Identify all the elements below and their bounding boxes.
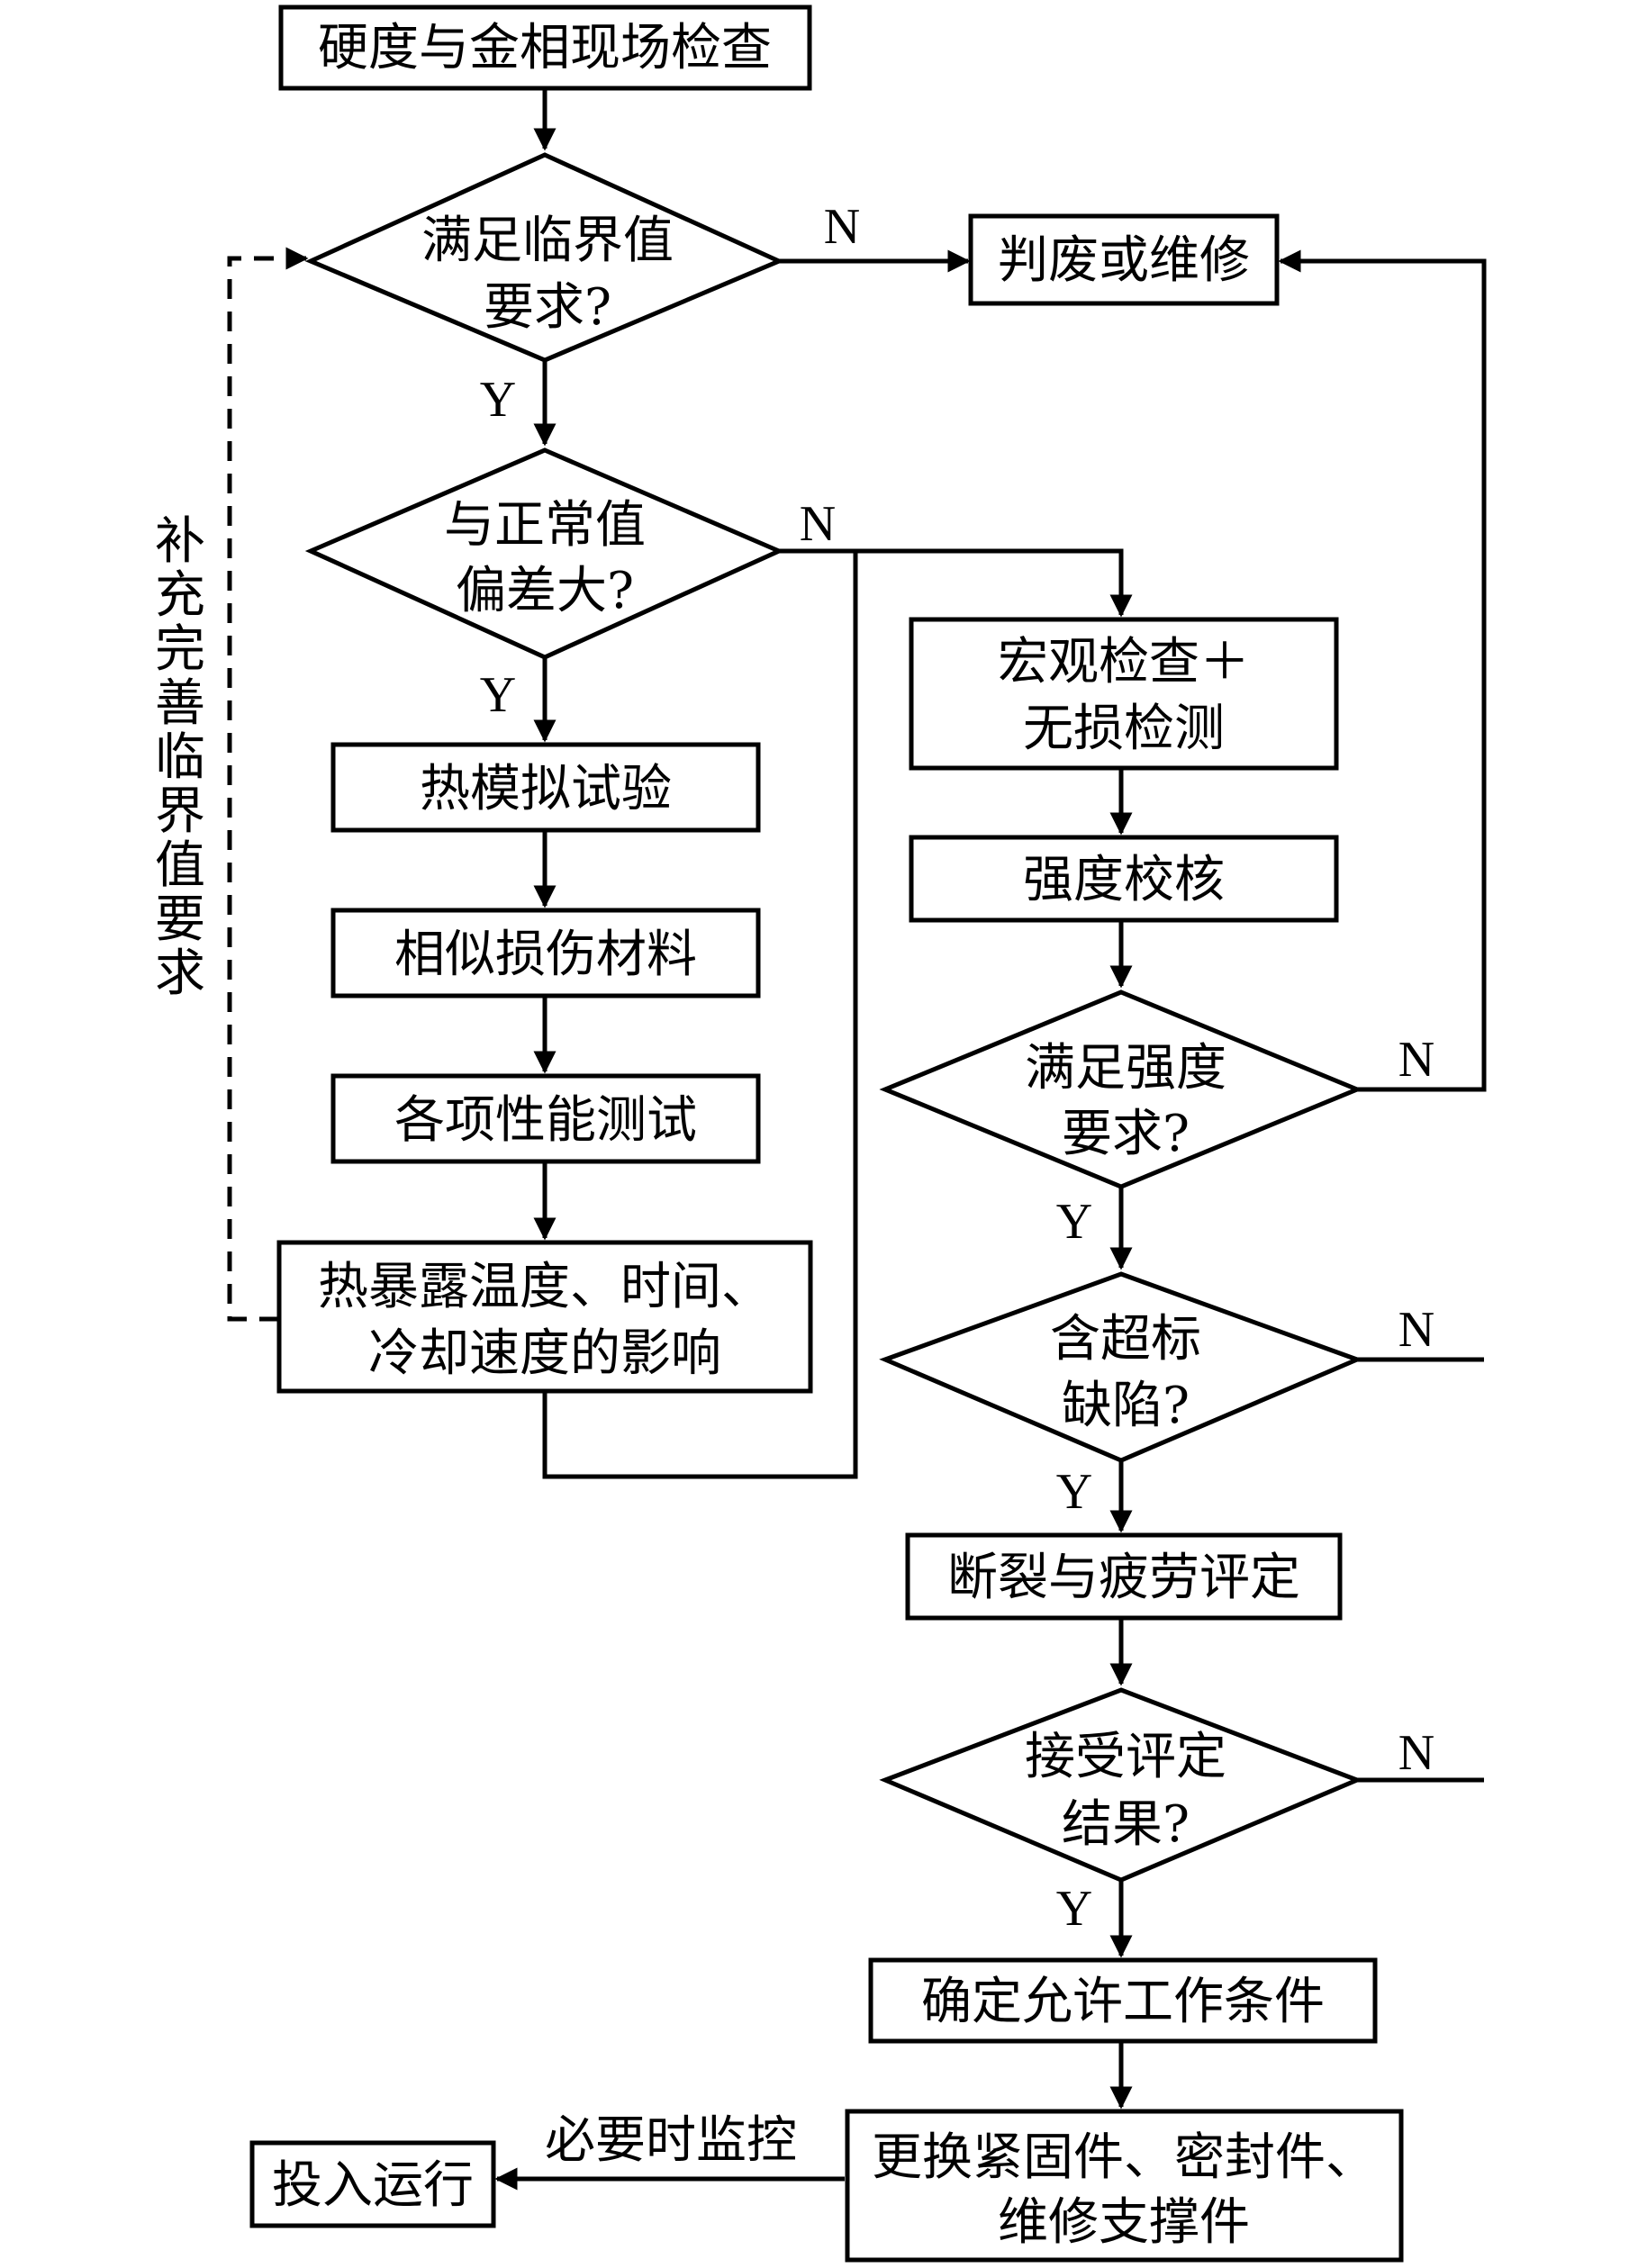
operation-label: 投入运行	[272, 2156, 474, 2215]
node-decision-defect	[879, 1271, 1363, 1463]
node-texts: 硬度与金相现场检查 满足临界值 要求? 判废或维修 与正常值 偏差大? 热模拟试…	[272, 19, 1376, 2252]
macro-ndt-label-2: 无损检测	[1023, 700, 1225, 758]
label-n-defect: N	[1398, 1302, 1434, 1358]
strength-check-label: 强度校核	[1023, 851, 1225, 909]
node-similar-material	[330, 908, 761, 998]
defect-label-1: 含超标	[1050, 1310, 1201, 1369]
edge-labels: N Y N Y N Y N Y N Y 必要时监控 补充完善临界值要求	[155, 199, 1434, 2170]
thermal-exposure-label-1: 热暴露温度、时间、	[318, 1258, 772, 1316]
label-y-accept: Y	[1056, 1881, 1092, 1937]
accept-label-2: 结果?	[1062, 1795, 1190, 1854]
edge-supplement-dashed	[227, 247, 309, 1322]
label-y-defect: Y	[1056, 1464, 1092, 1520]
replace-label-2: 维修支撑件	[998, 2193, 1250, 2252]
node-thermal-sim	[330, 742, 761, 833]
connectors	[227, 88, 1487, 2191]
label-monitor: 必要时监控	[545, 2111, 797, 2170]
fracture-fatigue-label: 断裂与疲劳评定	[947, 1549, 1300, 1607]
scrap-repair-label: 判废或维修	[998, 231, 1250, 290]
deviation-label-1: 与正常值	[444, 496, 646, 555]
edge-deviation-no	[779, 548, 1133, 618]
conditions-label: 确定允许工作条件	[921, 1973, 1325, 2031]
start-label: 硬度与金相现场检查	[318, 19, 772, 77]
replace-label-1: 更换紧固件、密封件、	[872, 2128, 1376, 2187]
critical-label-2: 要求?	[484, 278, 611, 337]
label-n-deviation: N	[800, 496, 836, 552]
critical-label-1: 满足临界值	[421, 212, 674, 270]
similar-material-label: 相似损伤材料	[394, 926, 697, 984]
label-supplement-vertical: 补充完善临界值要求	[155, 512, 205, 1003]
dstrength-label-2: 要求?	[1062, 1105, 1190, 1163]
node-scrap-repair	[968, 213, 1280, 306]
macro-ndt-label-1: 宏观检查＋	[998, 633, 1250, 691]
node-decision-accept	[879, 1687, 1363, 1883]
node-replace	[845, 2109, 1404, 2263]
node-conditions	[868, 1957, 1378, 2044]
node-thermal-exposure	[276, 1240, 813, 1394]
label-y-deviation: Y	[480, 667, 516, 723]
accept-label-1: 接受评定	[1025, 1728, 1226, 1786]
node-start	[278, 5, 812, 91]
edge-no-return	[1278, 249, 1487, 1092]
node-strength-check	[909, 835, 1339, 923]
node-decision-critical	[304, 152, 785, 363]
node-operation	[249, 2140, 496, 2228]
label-n-critical: N	[824, 199, 860, 255]
label-n-strength: N	[1398, 1032, 1434, 1088]
node-fracture-fatigue	[905, 1532, 1343, 1621]
label-y-strength: Y	[1056, 1194, 1092, 1250]
performance-test-label: 各项性能测试	[394, 1091, 697, 1150]
shapes	[249, 5, 1404, 2263]
thermal-exposure-label-2: 冷却速度的影响	[368, 1324, 721, 1383]
node-macro-ndt	[909, 617, 1339, 771]
edge-exposure-merge	[542, 551, 858, 1479]
node-decision-strength	[879, 989, 1363, 1189]
defect-label-2: 缺陷?	[1062, 1377, 1190, 1435]
dstrength-label-1: 满足强度	[1025, 1039, 1226, 1098]
node-decision-deviation	[304, 447, 785, 660]
deviation-label-2: 偏差大?	[456, 562, 634, 620]
node-performance-test	[330, 1073, 761, 1164]
thermal-sim-label: 热模拟试验	[420, 760, 672, 818]
label-n-accept: N	[1398, 1725, 1434, 1781]
label-y-critical: Y	[480, 372, 516, 428]
